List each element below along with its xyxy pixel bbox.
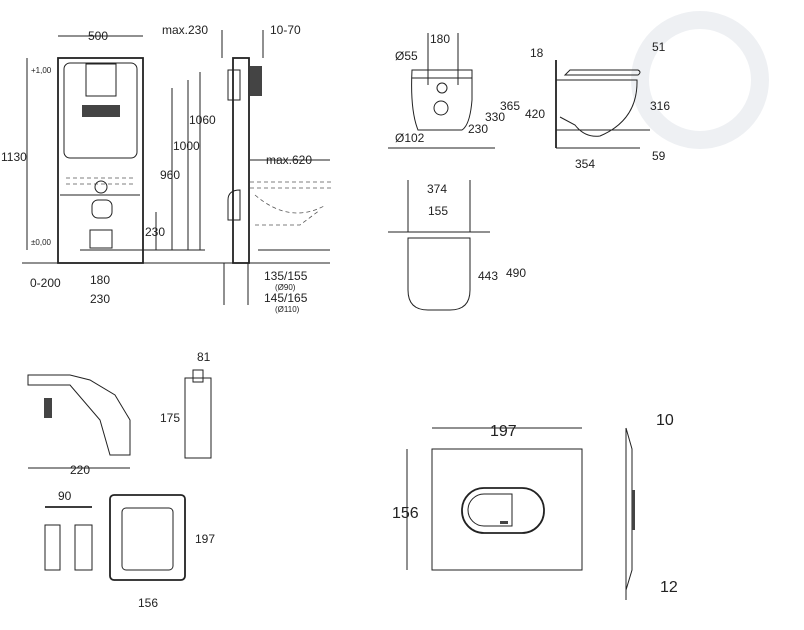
dim-180-bowl: 180 (430, 32, 450, 46)
frame-dimension-labels: 500 max.230 10-70 +1,00 ±0,00 1130 1060 … (1, 23, 312, 314)
dim-10-70: 10-70 (270, 23, 301, 37)
dim-59: 59 (652, 149, 666, 163)
dim-90: 90 (58, 489, 72, 503)
dim-500: 500 (88, 29, 108, 43)
dim-490: 490 (506, 266, 526, 280)
installation-frame-side (221, 30, 332, 305)
dia-55: Ø55 (395, 49, 418, 63)
level-top: +1,00 (31, 66, 52, 75)
installation-frame-front (22, 35, 330, 264)
dia-110: (Ø110) (275, 305, 300, 314)
dim-18: 18 (530, 46, 544, 60)
bowl-top-view: 374 155 443 490 (388, 180, 526, 311)
dim-443: 443 (478, 269, 498, 283)
dim-175: 175 (160, 411, 180, 425)
dim-374: 374 (427, 182, 447, 196)
dim-354: 354 (575, 157, 595, 171)
dim-197-plate: 197 (490, 423, 517, 440)
dim-330: 330 (485, 110, 505, 124)
dim-155: 155 (428, 204, 448, 218)
dia-90: (Ø90) (275, 283, 296, 292)
dim-1130: 1130 (1, 150, 27, 164)
grohe-logo (82, 105, 120, 117)
dim-1000: 1000 (173, 139, 200, 153)
dim-max-230: max.230 (162, 23, 208, 37)
dim-145-165: 145/165 (264, 291, 308, 305)
dim-135-155: 135/155 (264, 269, 308, 283)
dia-102: Ø102 (395, 131, 425, 145)
dim-156-frame: 156 (138, 596, 158, 610)
dim-12-plate: 12 (660, 579, 678, 596)
dim-220: 220 (70, 463, 90, 477)
frame-accessories: 90 197 156 (44, 489, 215, 610)
bracket-side: 81 175 (160, 350, 212, 459)
dim-10-plate: 10 (656, 412, 674, 429)
dim-51: 51 (652, 40, 666, 54)
dim-960: 960 (160, 168, 180, 182)
dim-197-frame: 197 (195, 532, 215, 546)
dim-230: 230 (90, 292, 110, 306)
flush-plate-front: 197 156 (392, 423, 583, 571)
watermark (631, 11, 769, 149)
dim-316: 316 (650, 99, 670, 113)
level-zero: ±0,00 (31, 238, 52, 247)
dim-230-bowl: 230 (468, 122, 488, 136)
bowl-side-view: 18 51 420 316 354 59 (525, 40, 670, 171)
dim-156-plate: 156 (392, 505, 419, 522)
dim-420: 420 (525, 107, 545, 121)
dim-230-drain: 230 (145, 225, 165, 239)
dim-max-620: max.620 (266, 153, 312, 167)
dim-1060: 1060 (189, 113, 216, 127)
wall-bracket: 220 (27, 374, 131, 477)
dim-81: 81 (197, 350, 211, 364)
dim-365: 365 (500, 99, 520, 113)
flush-plate-side: 10 12 (625, 412, 678, 600)
dim-180: 180 (90, 273, 110, 287)
dim-0-200: 0-200 (30, 276, 61, 290)
bowl-front-view: 180 Ø55 365 330 230 Ø102 (388, 32, 520, 149)
